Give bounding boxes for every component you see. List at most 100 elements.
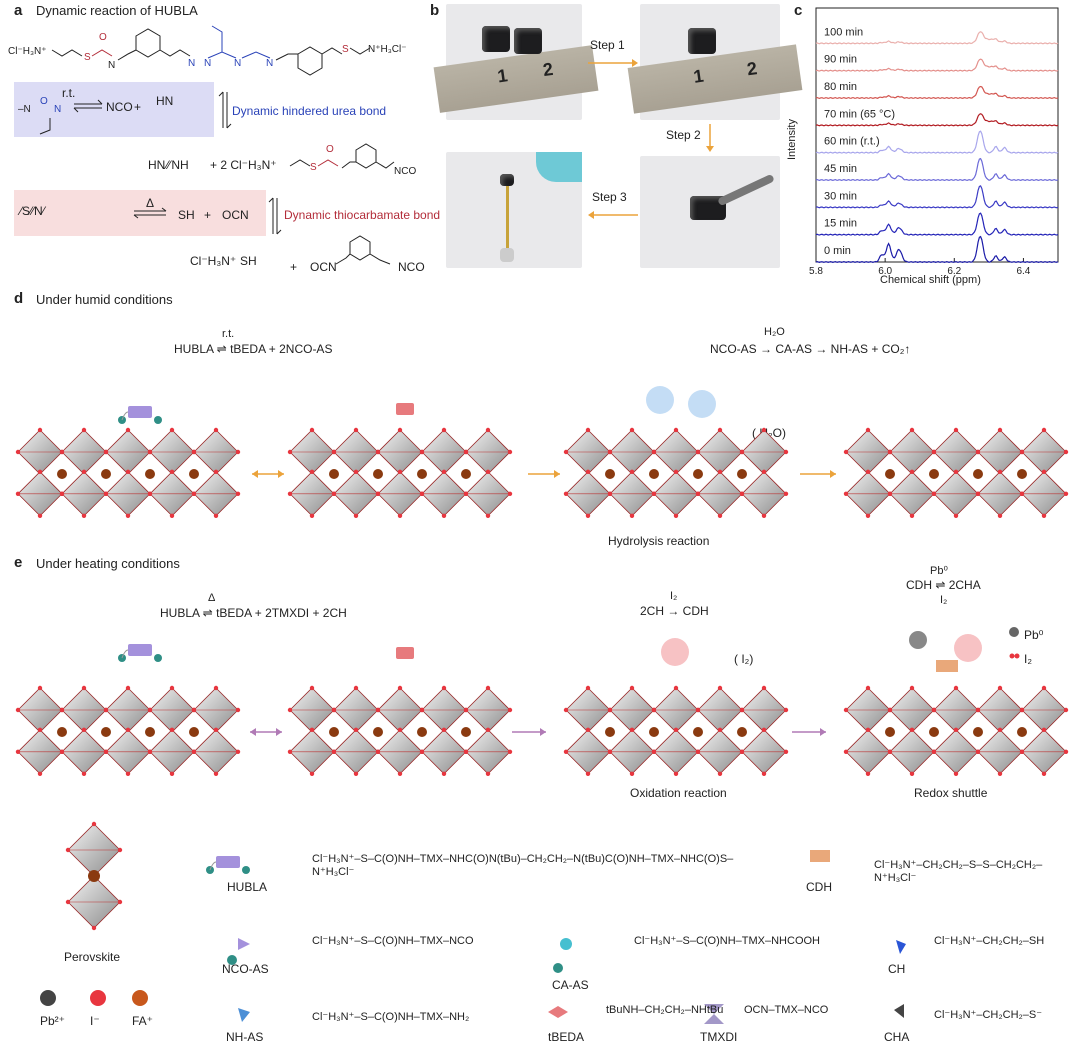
nmr-trace-label-3: 70 min (65 °C) [824, 108, 895, 120]
svg-text:Cl⁻H₃N⁺: Cl⁻H₃N⁺ [8, 46, 47, 57]
nmr-trace-label-4: 60 min (r.t.) [824, 136, 880, 148]
lattice-d-3 [563, 427, 789, 518]
nmr-xtick-1: 6.0 [878, 266, 892, 277]
iodine-legend: ( I₂) [734, 652, 754, 666]
legend-cha-icon [894, 1004, 904, 1018]
lattice-e-3 [563, 685, 789, 776]
hubla-structure: Cl⁻H₃N⁺ S O N N N N N S N⁺H₃Cl⁻ [8, 25, 407, 76]
nmr-trace-1 [815, 58, 1059, 72]
tmxdi-ocn: OCN [310, 260, 337, 274]
two-cl-label: + 2 Cl⁻H₃N⁺ [210, 158, 277, 172]
svg-text:O: O [326, 144, 334, 155]
nmr-trace-label-0: 100 min [824, 26, 863, 38]
ion-dot-0 [40, 990, 56, 1006]
d-eq1-top: r.t. [222, 328, 235, 340]
legend-nh-icon [238, 1008, 250, 1022]
svg-text:N: N [266, 58, 273, 69]
d-arrow-2 [528, 470, 560, 478]
legend-tmxdi-icon [704, 1004, 724, 1024]
plus-a2: + [204, 208, 212, 222]
lattice-d-2 [287, 427, 513, 518]
i2-legend-dot-2 [1014, 653, 1020, 659]
nmr-xtick-2: 6.2 [947, 266, 961, 277]
nmr-xtick-0: 5.8 [809, 266, 823, 277]
legend-tmxdi-formula: OCN–TMX–NCO [744, 1004, 829, 1016]
e-arrow-3 [792, 728, 826, 736]
svg-text:O: O [99, 32, 107, 43]
legend-ch-formula: Cl⁻H₃N⁺–CH₂CH₂–SH [934, 935, 1045, 947]
thiocarbamate-box [14, 190, 266, 236]
ocn-label: OCN [222, 208, 249, 222]
svg-text:N: N [108, 60, 115, 71]
svg-text:S: S [342, 44, 349, 55]
nmr-trace-4 [815, 130, 1059, 154]
nco-as-sketch-a: S O NCO [289, 143, 416, 177]
e-eq3: CDH ⇌ 2CHA [906, 578, 981, 592]
panel-a-letter: a [14, 2, 23, 19]
photo-4 [446, 152, 582, 268]
iodine-glow-1 [661, 638, 689, 666]
nmr-trace-6 [815, 185, 1059, 209]
panel-b-letter: b [430, 2, 440, 19]
ion-i-label: I⁻ [90, 1014, 100, 1028]
d-arrow-3 [800, 470, 836, 478]
panel-d-letter: d [14, 290, 24, 307]
panel-c-letter: c [794, 2, 803, 19]
step-2-arrow [706, 124, 714, 152]
rt-label-a: r.t. [62, 86, 76, 100]
legend-nco-icon [238, 938, 250, 950]
e-eq1: HUBLA ⇌ tBEDA + 2TMXDI + 2CH [160, 606, 347, 620]
legend-tmxdi: TMXDI [700, 1030, 738, 1044]
cdh-ligand [936, 660, 958, 672]
photo-3 [640, 156, 780, 268]
lattice-e-4 [843, 685, 1069, 776]
perovskite-legend-unit [65, 821, 123, 931]
perovskite-label: Perovskite [64, 950, 121, 964]
e-arrow-1 [250, 728, 282, 736]
legend-ch: CH [888, 962, 906, 976]
nmr-trace-2 [815, 85, 1059, 100]
legend-ca-icon [560, 938, 572, 950]
thio-equilibrium [133, 207, 167, 219]
hn-label: HN [156, 94, 174, 108]
e-eq3-top: Pb⁰ [930, 565, 948, 577]
legend-hubla-icon [206, 856, 250, 874]
d-eq1: HUBLA ⇌ tBEDA + 2NCO-AS [174, 342, 333, 356]
e-arrow-2 [512, 728, 546, 736]
legend-cha-formula: Cl⁻H₃N⁺–CH₂CH₂–S⁻ [934, 1009, 1043, 1021]
svg-text:N⁺H₃Cl⁻: N⁺H₃Cl⁻ [368, 44, 407, 55]
legend-nco-anchor [227, 955, 237, 965]
legend-cdh-formula: Cl⁻H₃N⁺–CH₂CH₂–S–S–CH₂CH₂–N⁺H₃Cl⁻ [874, 859, 1043, 884]
nmr-trace-0 [815, 31, 1059, 45]
d-arrow-1 [252, 470, 284, 478]
legend-tbeda-formula: tBuNH–CH₂CH₂–NHtBu [606, 1004, 724, 1016]
lattice-e-2 [287, 685, 513, 776]
legend-ca-as: CA-AS [552, 978, 589, 992]
redox-caption: Redox shuttle [914, 786, 988, 800]
oxidation-caption: Oxidation reaction [630, 786, 727, 800]
svg-text:N: N [188, 58, 195, 69]
legend-nh-as-formula: Cl⁻H₃N⁺–S–C(O)NH–TMX–NH₂ [312, 1011, 470, 1023]
d-tbeda-free [396, 403, 414, 415]
step-3-label: Step 3 [592, 190, 627, 204]
legend-cha: CHA [884, 1030, 910, 1044]
vertical-eq-arrow-2 [268, 197, 282, 235]
tmxdi-nco: NCO [398, 260, 425, 274]
svg-text:O: O [40, 96, 48, 107]
vertical-eq-arrow-1 [218, 91, 232, 129]
svg-text:S: S [84, 52, 91, 63]
svg-text:N: N [54, 104, 61, 115]
tmxdi-sketch-a [335, 235, 391, 265]
d-eq2: NCO-AS → CA-AS → NH-AS + CO₂↑ [710, 342, 911, 356]
nmr-xtick-3: 6.4 [1016, 266, 1030, 277]
thiocarbamate-label: Dynamic thiocarbamate bond [284, 208, 441, 222]
nco-label-a: NCO [106, 100, 133, 114]
svg-text:–N: –N [18, 104, 31, 115]
tbeda-sketch-a: HN ⁄⁄ NH [148, 158, 189, 172]
panel-e-letter: e [14, 554, 23, 571]
pb0-sphere [909, 631, 927, 649]
e-eq2: 2CH → CDH [640, 604, 709, 618]
nmr-trace-label-1: 90 min [824, 54, 857, 66]
svg-text:N: N [204, 58, 211, 69]
